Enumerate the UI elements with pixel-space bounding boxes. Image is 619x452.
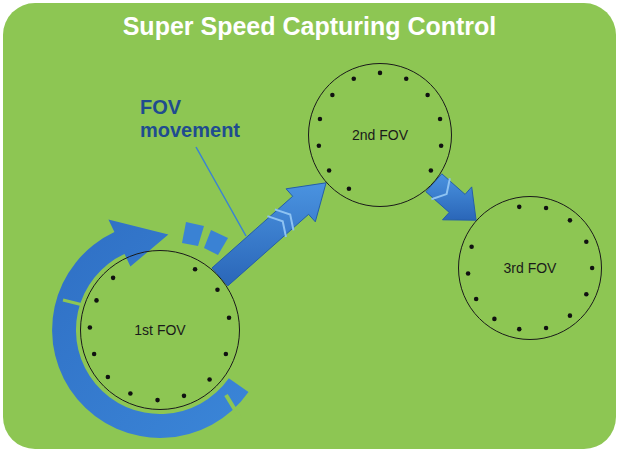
sample-dot (439, 143, 444, 148)
sample-dot (590, 266, 595, 271)
sample-dot (94, 298, 99, 303)
fov-label: 2nd FOV (352, 127, 408, 143)
fov-label: 3rd FOV (504, 260, 557, 276)
sample-dot (215, 288, 220, 293)
movement-arrow (426, 174, 476, 220)
sample-dot (469, 245, 474, 250)
sample-dot (318, 117, 323, 122)
sample-dot (92, 352, 97, 357)
sample-dot (128, 391, 133, 396)
sample-dot (111, 276, 116, 281)
sample-dot (378, 71, 383, 76)
rotation-arrow (52, 219, 248, 438)
sample-dot (352, 76, 357, 81)
sample-dot (517, 205, 522, 210)
sample-dot (317, 143, 322, 148)
sample-dot (466, 271, 471, 276)
chevron-mark (431, 178, 450, 199)
sample-dot (182, 394, 187, 399)
sample-dot (544, 206, 549, 211)
panel-background (3, 3, 616, 449)
fov-circle: 3rd FOV (458, 196, 602, 340)
sample-dot (584, 240, 589, 245)
leader-line (196, 147, 246, 236)
diagram-title: Super Speed Capturing Control (0, 12, 619, 41)
sample-dot (155, 398, 160, 403)
sample-dot (227, 316, 232, 321)
sample-dot (193, 267, 198, 272)
sample-dot (568, 313, 573, 318)
arc-fragment (182, 222, 204, 246)
sample-dot (425, 93, 430, 98)
sample-dot (517, 327, 522, 332)
arc-cut (226, 395, 240, 418)
sample-dot (347, 187, 352, 192)
sample-dot (438, 117, 443, 122)
fov-circle: 1st FOV (80, 250, 240, 410)
sample-dot (224, 352, 229, 357)
sample-dot (584, 292, 589, 297)
callout-label: FOV movement (140, 96, 260, 142)
sample-dot (544, 326, 549, 331)
chevron-mark (267, 216, 286, 237)
arc-cut (63, 300, 87, 306)
fov-label: 1st FOV (134, 322, 185, 338)
sample-dot (474, 297, 479, 302)
sample-dot (492, 317, 497, 322)
sample-dot (429, 168, 434, 173)
sample-dot (404, 76, 409, 81)
sample-dot (568, 218, 573, 223)
fov-circle: 2nd FOV (308, 63, 452, 207)
sample-dot (88, 325, 93, 330)
sample-dot (106, 375, 111, 380)
sample-dot (330, 93, 335, 98)
movement-arrow (212, 183, 326, 286)
sample-dot (327, 168, 332, 173)
arc-fragment (204, 230, 228, 255)
sample-dot (207, 377, 212, 382)
